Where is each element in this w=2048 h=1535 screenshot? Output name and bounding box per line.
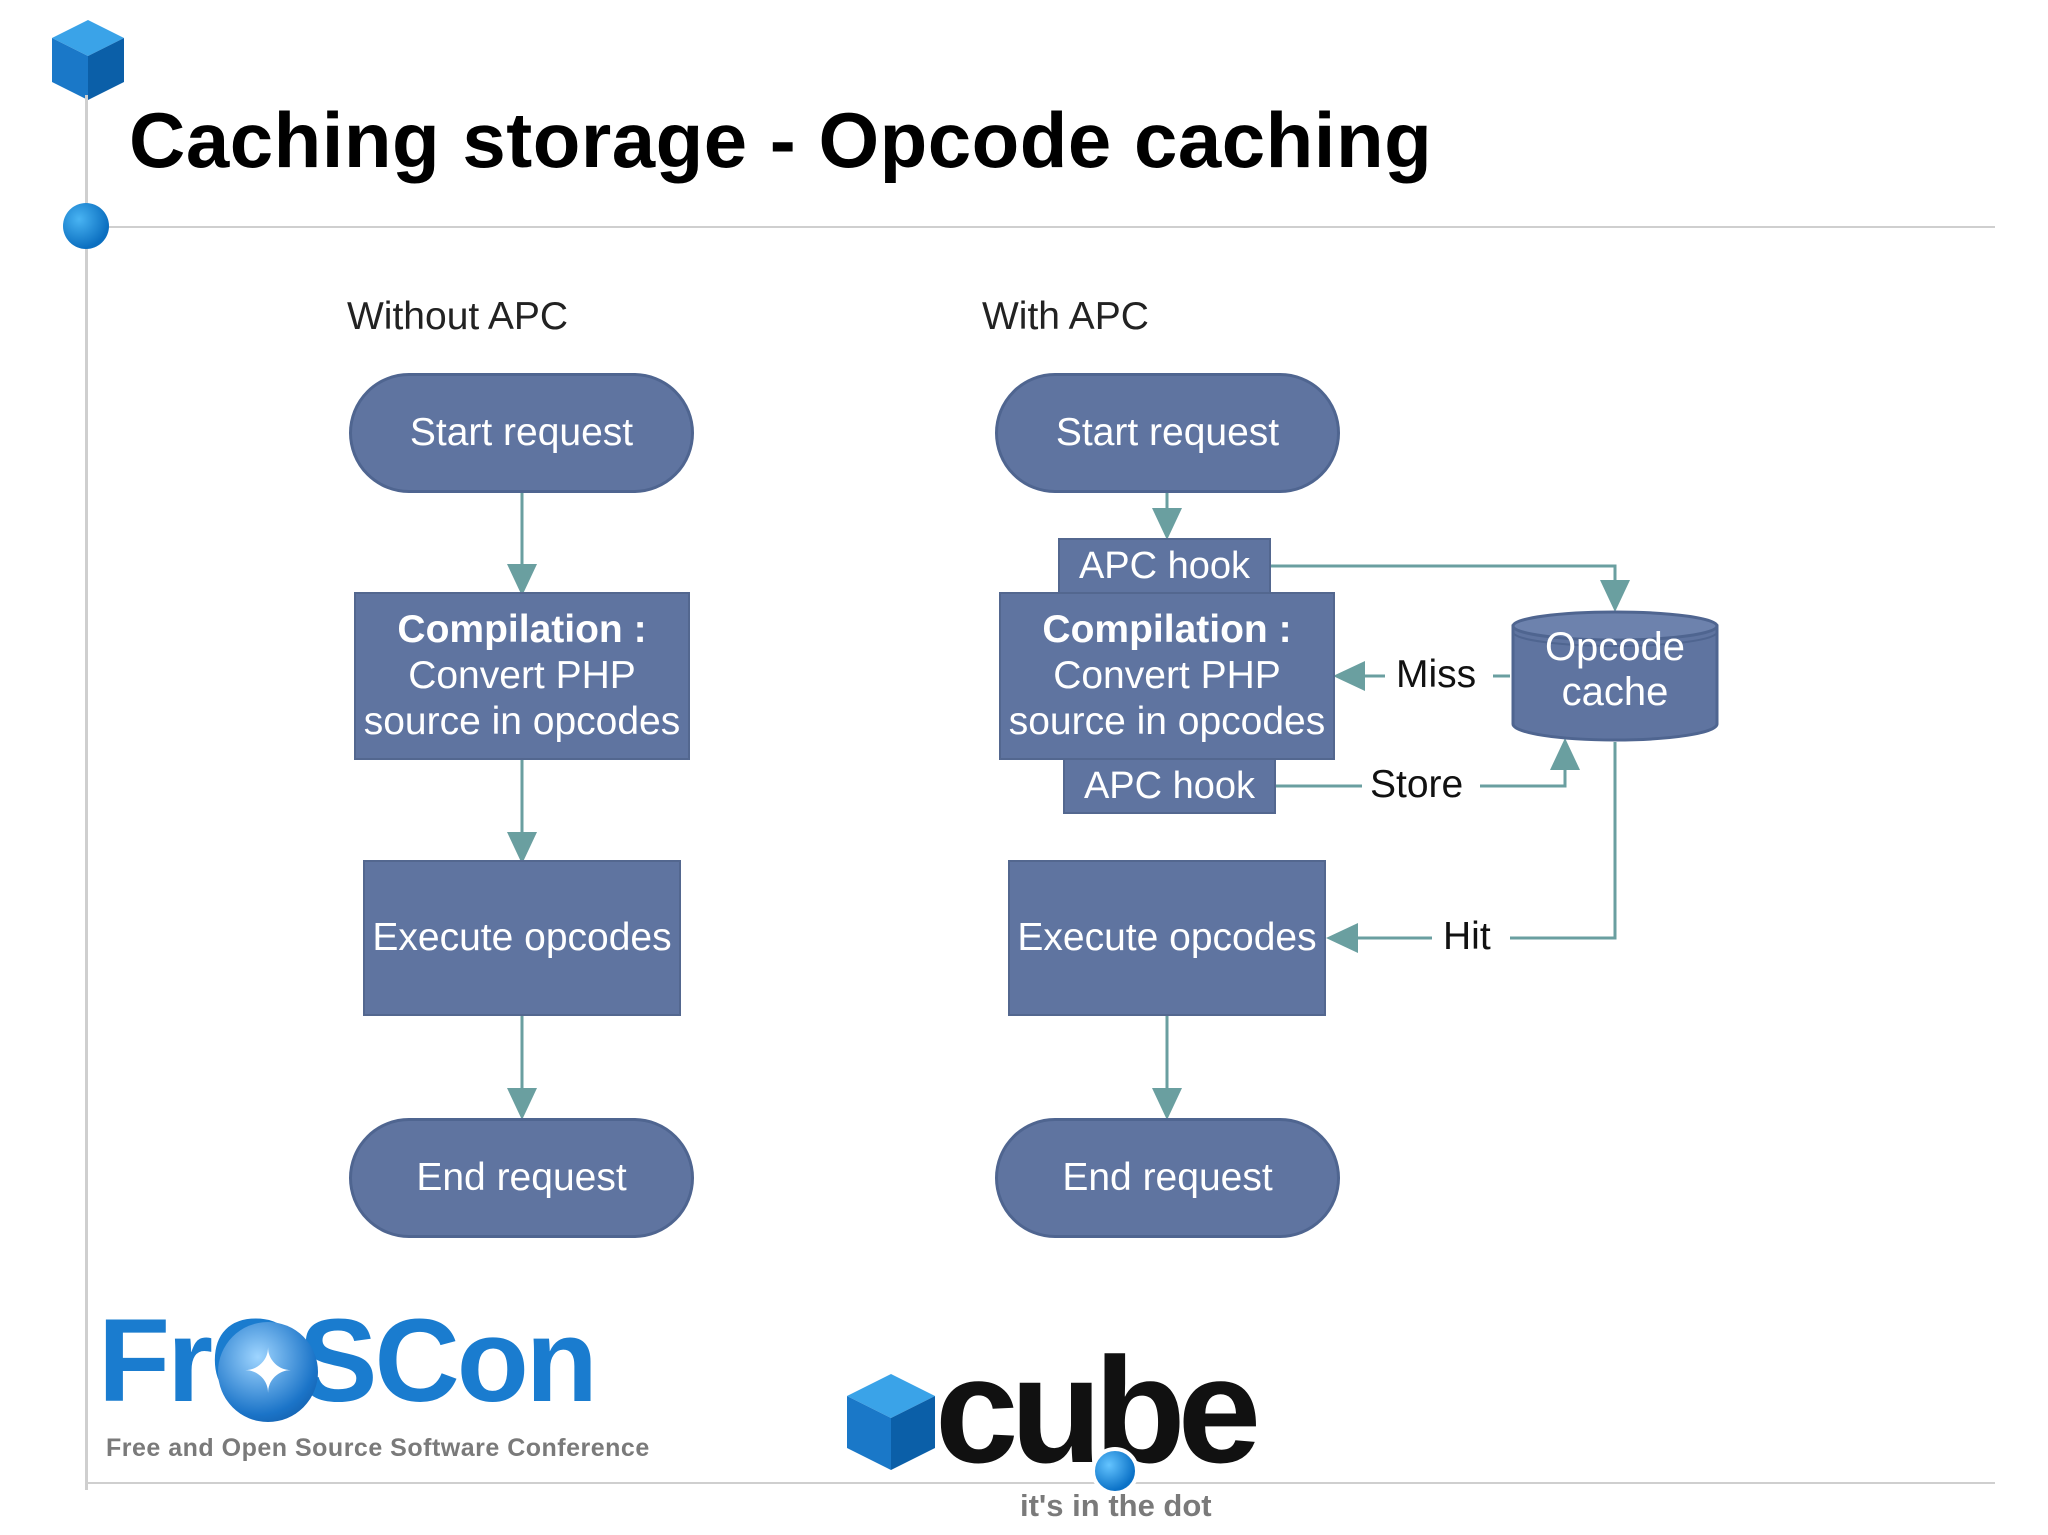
cache-line: cache (1561, 670, 1669, 715)
apc-hook-text: APC hook (1083, 764, 1256, 807)
froscon-globe-icon: ✦ (218, 1322, 318, 1422)
edge-label-store: Store (1366, 763, 1468, 807)
bullet-dot-icon (63, 203, 109, 249)
compilation-line: Convert PHP (408, 653, 636, 697)
opcode-cache-label: Opcode cache (1512, 625, 1718, 715)
slide-title: Caching storage - Opcode caching (129, 96, 1433, 184)
compilation-line: source in opcodes (1008, 700, 1326, 743)
with-apc-end-node: End request (995, 1118, 1340, 1238)
left-rule (85, 95, 88, 1490)
with-apc-execute-node: Execute opcodes (1008, 860, 1326, 1016)
apc-hook-top-node: APC hook (1058, 538, 1271, 594)
cache-line: Opcode (1544, 625, 1686, 669)
cube-brand-icon (847, 1374, 935, 1470)
start-request-text: Start request (1055, 410, 1280, 454)
end-request-text: End request (416, 1155, 627, 1199)
cube-dot-icon (1091, 1447, 1139, 1495)
cube-logo-icon (52, 20, 124, 100)
apc-hook-text: APC hook (1078, 544, 1251, 587)
compilation-heading: Compilation : (1042, 607, 1292, 651)
without-apc-label: Without APC (347, 295, 569, 338)
edge-label-miss: Miss (1392, 653, 1481, 697)
execute-opcodes-text: Execute opcodes (1017, 915, 1317, 959)
footer-rule (85, 1482, 1995, 1484)
with-apc-label: With APC (982, 295, 1149, 338)
compilation-line: source in opcodes (363, 700, 681, 743)
execute-opcodes-text: Execute opcodes (372, 915, 672, 959)
opcode-cache-cylinder (1511, 610, 1719, 742)
without-apc-compilation-node: Compilation : Convert PHP source in opco… (354, 592, 690, 760)
apc-hook-bottom-node: APC hook (1063, 758, 1276, 814)
cube-tagline: it's in the dot (1020, 1488, 1212, 1523)
without-apc-start-node: Start request (349, 373, 694, 493)
with-apc-compilation-node: Compilation : Convert PHP source in opco… (999, 592, 1335, 760)
end-request-text: End request (1062, 1155, 1273, 1199)
start-request-text: Start request (409, 410, 634, 454)
title-underline (85, 226, 1995, 228)
without-apc-end-node: End request (349, 1118, 694, 1238)
compilation-heading: Compilation : (397, 607, 647, 651)
without-apc-execute-node: Execute opcodes (363, 860, 681, 1016)
edge-label-hit: Hit (1439, 915, 1495, 959)
compilation-line: Convert PHP (1053, 653, 1281, 697)
with-apc-start-node: Start request (995, 373, 1340, 493)
froscon-logo: FrOSCon (98, 1295, 598, 1427)
froscon-tagline: Free and Open Source Software Conference (106, 1434, 650, 1462)
